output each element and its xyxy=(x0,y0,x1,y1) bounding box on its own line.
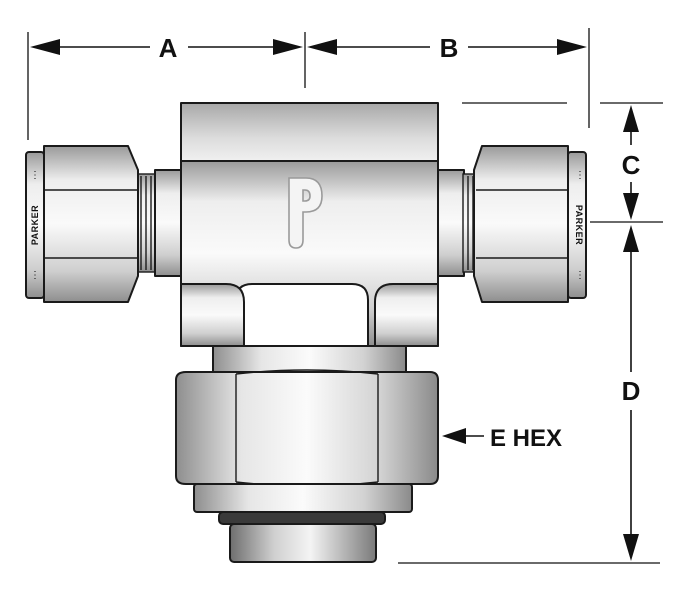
callout-e-hex: E HEX xyxy=(442,425,562,452)
dimension-c: C xyxy=(462,102,663,223)
brand-dots-right-bottom: ⋮ xyxy=(575,270,585,281)
label-d: D xyxy=(622,376,641,406)
body-top-face xyxy=(180,102,439,162)
o-ring xyxy=(218,511,386,525)
brand-dots-left-bottom: ⋮ xyxy=(30,270,40,281)
dimension-b: B xyxy=(307,28,590,128)
label-c: C xyxy=(622,150,641,180)
arrowhead-b-left xyxy=(307,39,337,55)
body-saddle-left xyxy=(180,283,245,347)
tee-fitting: PARKER ⋮ ⋮ PARKER ⋮ ⋮ xyxy=(25,102,587,563)
label-a: A xyxy=(159,33,178,63)
brand-label-left: PARKER xyxy=(30,205,40,245)
arrowhead-c-bottom xyxy=(623,193,639,220)
arrowhead-c-top xyxy=(623,105,639,132)
left-ferrule xyxy=(135,169,184,277)
arrowhead-a-right xyxy=(273,39,303,55)
label-b: B xyxy=(440,33,459,63)
parker-p-logo-icon xyxy=(288,177,323,249)
right-nut: PARKER ⋮ ⋮ xyxy=(473,145,587,303)
port-stem xyxy=(229,523,377,563)
label-e-hex: E HEX xyxy=(490,425,562,452)
hex-nut-e xyxy=(175,369,439,487)
dimension-a: A xyxy=(27,32,306,140)
arrowhead-d-bottom xyxy=(623,534,639,561)
arrowhead-a-left xyxy=(30,39,60,55)
arrowhead-d-top xyxy=(623,225,639,252)
lower-collar xyxy=(193,483,413,513)
brand-dots-right-top: ⋮ xyxy=(575,170,585,181)
arrowhead-e-hex xyxy=(442,428,466,444)
brand-dots-left-top: ⋮ xyxy=(30,170,40,181)
dimension-d: D xyxy=(398,225,660,564)
body-saddle-right xyxy=(374,283,439,347)
body-neck xyxy=(212,345,407,373)
brand-label-right: PARKER xyxy=(574,205,584,245)
arrowhead-b-right xyxy=(557,39,587,55)
left-nut: PARKER ⋮ ⋮ xyxy=(25,145,139,303)
